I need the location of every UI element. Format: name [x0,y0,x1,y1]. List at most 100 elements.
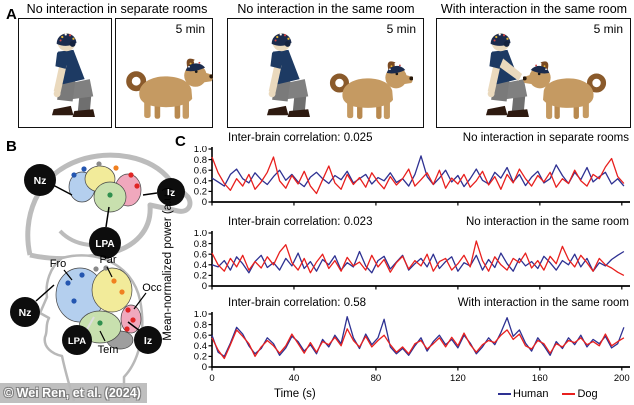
electrode-dot [119,289,125,295]
electrode-dot [111,278,117,284]
duration-label: 5 min [175,22,205,36]
legend-label-human: Human [513,388,549,400]
series-line-dog [211,240,625,276]
condition-separate-rooms: No interaction in separate rooms 5 min [18,2,216,128]
dog-illustration-mirrored [523,57,615,122]
panel-b-diagrams: Nz Iz LPA [10,152,193,402]
chart-legend: Human Dog [498,388,598,400]
condition-same-room-no-interaction: No interaction in the same room 5 min [227,2,425,128]
human-iz-marker [134,326,162,354]
svg-text:0.8: 0.8 [194,320,207,331]
panel-a-label: A [6,6,17,23]
room-box-shared: 5 min [436,18,631,128]
svg-text:0.2: 0.2 [194,271,207,282]
electrode-dot [113,165,119,171]
electrode-dot [79,272,85,278]
electrode-dot [81,166,87,172]
duration-label: 5 min [386,22,416,36]
electrode-dot [128,172,134,178]
human-illustration [485,33,529,117]
correlation-annotation: Inter-brain correlation: 0.023 [228,216,373,228]
room-box-human [18,18,112,128]
condition-title: No interaction in separate rooms [26,2,208,16]
dog-iz-label: Iz [167,187,175,199]
svg-text:0: 0 [209,373,214,384]
human-lpa-marker [62,325,92,355]
series-line-dog [211,156,625,195]
electrode-dot [96,161,102,167]
svg-text:0.4: 0.4 [194,176,207,187]
svg-text:0.6: 0.6 [194,330,207,341]
condition-title: No interaction in the same room [237,2,415,16]
svg-text:200: 200 [614,373,630,384]
room-box-shared: 5 min [227,18,424,128]
parietal-label: Par [99,254,116,266]
duration-label: 5 min [593,22,623,36]
legend-item-human: Human [498,388,548,400]
human-illustration [266,33,310,117]
dog-nz-label: Nz [34,175,47,187]
electrode-dot [130,317,136,323]
panel-b-label: B [6,138,17,155]
dog-iz-marker [157,178,185,206]
svg-text:1.0: 1.0 [194,230,207,239]
electrode-dot [103,265,109,271]
electrode-dot [125,307,131,313]
dog-lpa-label: LPA [95,239,114,250]
x-axis-label: Time (s) [274,388,316,400]
legend-item-dog: Dog [562,388,598,400]
correlation-annotation: Inter-brain correlation: 0.025 [228,132,373,144]
svg-text:0.6: 0.6 [194,165,207,176]
series-line-dog [211,328,625,360]
svg-text:0.2: 0.2 [194,187,207,198]
svg-text:0: 0 [202,281,207,292]
electrode-dot [65,280,71,286]
dog-illustration [117,54,213,122]
chart-block-separate-rooms: Inter-brain correlation: 0.025 No intera… [184,132,634,215]
svg-text:0.6: 0.6 [194,249,207,260]
petting-arm [499,58,523,81]
chart-block-same-room-no-interaction: Inter-brain correlation: 0.023 No intera… [184,216,634,299]
svg-text:1.0: 1.0 [194,146,207,155]
watermark: © Wei Ren, et al. (2024) [0,383,147,403]
svg-text:160: 160 [532,373,548,384]
human-lpa-label: LPA [68,336,86,347]
condition-title: With interaction in the same room [440,2,628,16]
electrode-dot [124,326,130,332]
svg-text:0.2: 0.2 [194,352,207,363]
dog-line-swatch [562,392,576,396]
frontal-label: Fro [50,258,67,270]
legend-label-dog: Dog [577,388,598,400]
svg-text:0.4: 0.4 [194,260,207,271]
svg-text:1.0: 1.0 [194,311,207,320]
electrode-dot [71,172,77,178]
svg-text:0.4: 0.4 [194,341,207,352]
dog-lpa-marker [89,227,121,259]
electrode-dot [107,192,113,198]
occipital-label: Occ [142,282,162,294]
correlation-annotation: Inter-brain correlation: 0.58 [228,297,367,309]
human-nz-label: Nz [19,307,32,319]
human-parietal-region [91,267,133,313]
human-iz-label: Iz [144,335,152,347]
dog-nz-marker [24,164,56,196]
svg-text:120: 120 [450,373,466,384]
svg-text:40: 40 [289,373,300,384]
series-line-human [211,250,625,274]
svg-text:80: 80 [371,373,382,384]
panel-c-label: C [175,133,186,150]
series-line-human [211,155,625,188]
electrode-dot [134,183,140,189]
electrode-dot [97,320,103,326]
series-line-human [211,316,625,358]
human-illustration [51,33,95,117]
dog-head-diagram: Nz Iz LPA [24,152,193,262]
dog-illustration [321,57,413,122]
human-nz-marker [10,297,40,327]
chart-block-with-interaction: Inter-brain correlation: 0.58 With inter… [184,297,634,394]
human-head-diagram: Fro Par Occ Tem Nz LPA Iz [10,254,162,402]
